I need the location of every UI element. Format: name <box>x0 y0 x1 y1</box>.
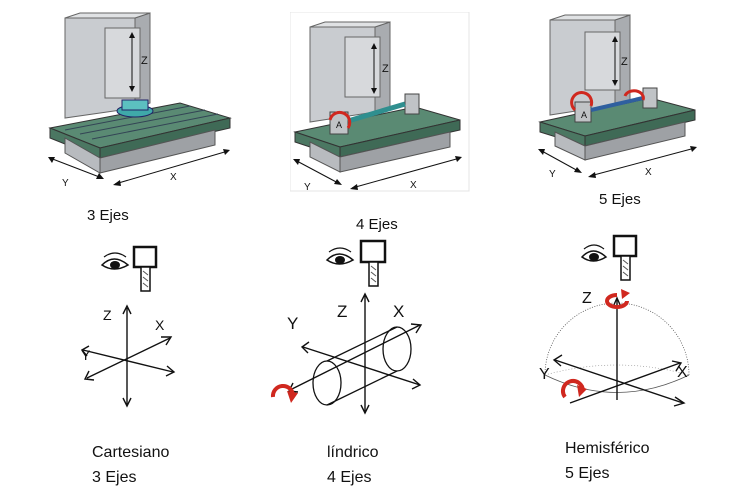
machine-3-title: 5 Ejes <box>599 191 641 208</box>
machine-1-y-label: Y <box>62 178 69 188</box>
machine-1-z-label: Z <box>141 55 148 67</box>
cartesian-y-label: Y <box>81 347 91 363</box>
machine-5-axis-drawing: Z A Y X <box>538 14 697 180</box>
caption-cartesian-name: Cartesiano <box>92 444 170 461</box>
machine-4-axis: Z A Y X <box>289 11 470 193</box>
machine-2-x-label: X <box>410 180 417 191</box>
caption-hemispherical-axes: 5 Ejes <box>565 465 610 482</box>
machine-3-x-label: X <box>645 167 652 178</box>
cylindrical-x-label: X <box>393 302 404 321</box>
machine-1-title: 3 Ejes <box>87 207 129 224</box>
machine-2-y-label: Y <box>304 182 311 192</box>
cartesian-z-label: Z <box>103 307 112 323</box>
machine-2-title: 4 Ejes <box>356 216 398 233</box>
hemispherical-axes: Z Y X <box>535 285 700 415</box>
caption-cartesian-axes: 3 Ejes <box>92 469 137 486</box>
cylindrical-y-label: Y <box>287 314 298 333</box>
machine-4-axis-drawing: Z A Y X <box>289 11 470 193</box>
cylindrical-z-label: Z <box>337 302 347 321</box>
eye-tool-icon-3 <box>580 233 642 283</box>
machine-3-axis-drawing: Z Y X <box>48 12 232 189</box>
caption-cylindrical-name: líndrico <box>327 444 379 461</box>
eye-icon <box>100 245 158 292</box>
eye-icon <box>580 234 638 281</box>
eye-tool-icon-2 <box>325 238 395 290</box>
hemispherical-z-label: Z <box>582 290 592 307</box>
machine-1-x-label: X <box>170 172 177 183</box>
cylindrical-axes-diagram: Y Z X <box>270 292 423 415</box>
caption-hemispherical-name: Hemisférico <box>565 440 650 457</box>
machine-2-a-label: A <box>336 120 342 130</box>
hemispherical-axes-diagram: Z Y X <box>539 289 690 407</box>
eye-icon <box>325 239 387 287</box>
machine-3-y-label: Y <box>549 169 556 180</box>
machine-3-a-label: A <box>581 110 587 120</box>
cylindrical-axes: Y Z X <box>265 285 435 415</box>
eye-tool-icon-1 <box>100 243 165 295</box>
caption-cylindrical-axes: 4 Ejes <box>327 469 372 486</box>
machine-3-z-label: Z <box>621 56 628 68</box>
machine-2-z-label: Z <box>382 63 389 75</box>
machine-3-axis: Z Y X <box>40 8 240 189</box>
machine-5-axis: Z A Y X <box>535 10 700 180</box>
cartesian-axes-diagram: Z X Y <box>80 304 176 408</box>
cartesian-axes: Z X Y <box>75 300 185 410</box>
hemispherical-x-label: X <box>677 364 688 381</box>
hemispherical-y-label: Y <box>539 366 550 383</box>
cartesian-x-label: X <box>155 317 165 333</box>
